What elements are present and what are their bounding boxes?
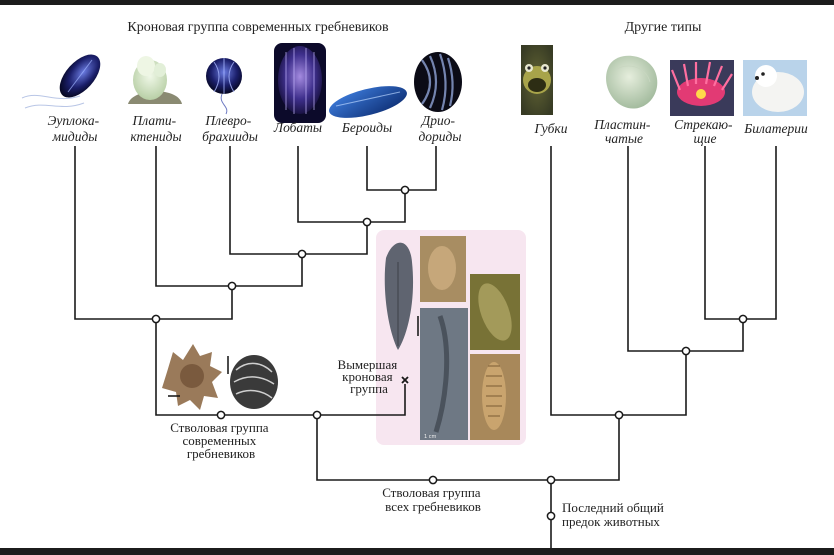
crown-group-heading: Кроновая группа современных гребневиков — [127, 20, 389, 35]
taxon-placozoa-line2: чатые — [605, 131, 643, 146]
note-stem-modern-line2: современных — [182, 433, 256, 448]
note-lca-line1: Последний общий — [562, 500, 664, 515]
note-stem-all: Стволовая группа всех гребневиков — [382, 485, 484, 514]
taxon-dryodoridae: Дрио- дориды — [418, 113, 461, 144]
note-extinct-crown-line3: группа — [350, 381, 388, 396]
cnidaria-image — [670, 60, 734, 116]
taxon-cnidaria-line2: щие — [694, 131, 717, 146]
tree-nodes — [151, 185, 748, 521]
porifera-image — [521, 45, 553, 115]
note-lca: Последний общий предок животных — [562, 500, 667, 529]
pleurobrachiidae-image — [206, 58, 242, 115]
taxon-beroida: Бероиды — [341, 120, 392, 135]
note-stem-modern: Стволовая группа современных гребневиков — [170, 420, 272, 461]
taxon-bilateria: Билатерии — [743, 121, 808, 136]
taxon-euplokamidae-line2: мидиды — [52, 129, 98, 144]
placozoa-image — [606, 55, 658, 109]
note-extinct-crown-line2: кроновая — [342, 369, 393, 384]
note-extinct-crown-line1: Вымершая — [338, 357, 398, 372]
note-stem-modern-line1: Стволовая группа — [170, 420, 269, 435]
node — [312, 410, 322, 420]
euplokamidae-image — [21, 54, 101, 109]
fossil-panel: 1 cm — [376, 230, 526, 445]
taxon-porifera: Губки — [534, 121, 568, 136]
lca-node — [546, 511, 556, 521]
taxon-platyctenida-line1: Плати- — [132, 113, 177, 128]
taxon-pleurobrachiidae-line2: брахииды — [202, 129, 258, 144]
node — [738, 314, 748, 324]
fossil-scale-label: 1 cm — [424, 434, 437, 440]
node — [297, 249, 307, 259]
node — [151, 314, 161, 324]
platyctenida-image — [128, 56, 182, 104]
taxon-placozoa-line1: Пластин- — [593, 117, 651, 132]
taxon-cnidaria: Стрекаю- щие — [674, 117, 736, 146]
node — [216, 410, 226, 420]
note-lca-line2: предок животных — [562, 514, 660, 529]
other-phyla-heading: Другие типы — [625, 20, 702, 35]
bilateria-image — [743, 60, 807, 116]
extinct-cross-icon — [401, 376, 409, 384]
taxon-lobata: Лобаты — [273, 120, 322, 135]
node — [546, 475, 556, 485]
taxon-dryodoridae-line2: дориды — [418, 129, 461, 144]
node — [428, 475, 438, 485]
taxon-platyctenida: Плати- ктениды — [130, 113, 181, 144]
note-extinct-crown: Вымершая кроновая группа — [338, 357, 401, 396]
note-stem-all-line2: всех гребневиков — [385, 499, 481, 514]
beroida-image — [329, 86, 407, 118]
taxon-platyctenida-line2: ктениды — [130, 129, 181, 144]
node — [614, 410, 624, 420]
taxon-euplokamidae-line1: Эуплока- — [48, 113, 100, 128]
taxon-pleurobrachiidae-line1: Плевро- — [204, 113, 251, 128]
note-stem-modern-line3: гребневиков — [187, 446, 255, 461]
taxon-placozoa: Пластин- чатые — [593, 117, 654, 146]
note-stem-all-line1: Стволовая группа — [382, 485, 481, 500]
lobata-image — [274, 43, 326, 123]
taxon-pleurobrachiidae: Плевро- брахииды — [202, 113, 258, 144]
taxon-euplokamidae: Эуплока- мидиды — [48, 113, 103, 144]
node — [681, 346, 691, 356]
node — [400, 185, 410, 195]
taxon-cnidaria-line1: Стрекаю- — [674, 117, 733, 132]
stem-fossil-images — [162, 344, 278, 410]
node — [362, 217, 372, 227]
taxon-dryodoridae-line1: Дрио- — [420, 113, 456, 128]
node — [227, 281, 237, 291]
dryodoridae-image — [414, 52, 462, 112]
